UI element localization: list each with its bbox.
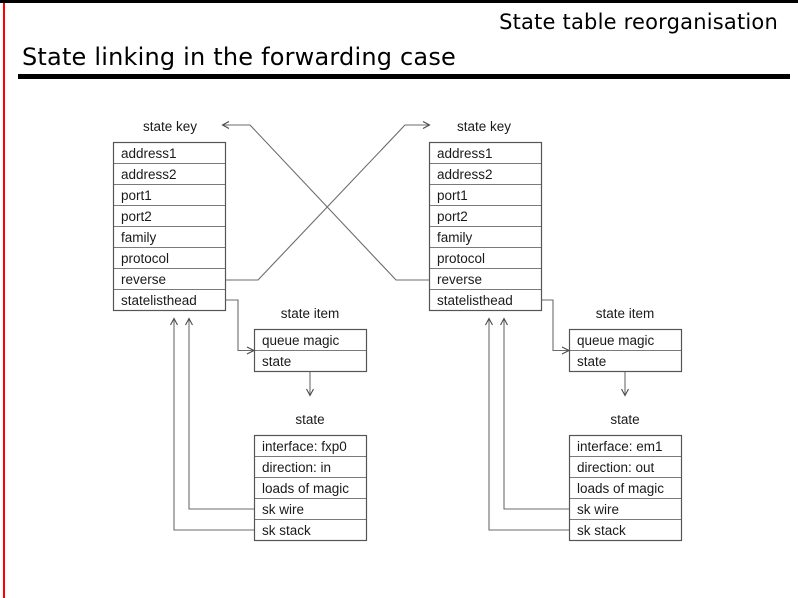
right-state-row: direction: out	[577, 460, 655, 475]
right-state-key-row: family	[437, 230, 473, 245]
title-underline	[18, 74, 790, 79]
left-state-row: sk wire	[262, 502, 304, 517]
section-header-label: State table reorganisation	[499, 10, 778, 34]
left-state-key-box: state key address1 address2 port1 port2 …	[112, 119, 227, 312]
right-state-box: state interface: em1 direction: out load…	[568, 412, 683, 542]
left-state-row: loads of magic	[262, 481, 349, 496]
left-state-key-row: protocol	[121, 251, 169, 266]
right-state-key-box: state key address1 address2 port1 port2 …	[428, 119, 543, 312]
right-statelisthead-to-state-item-link	[541, 299, 571, 355]
left-state-item-caption: state item	[281, 306, 340, 321]
right-state-key-row: port1	[437, 188, 468, 203]
left-state-key-row: reverse	[121, 272, 166, 287]
left-state-key-row: family	[121, 230, 157, 245]
right-state-caption: state	[610, 412, 639, 427]
left-state-caption: state	[295, 412, 324, 427]
right-state-item-caption: state item	[596, 306, 655, 321]
right-state-item-row: state	[577, 354, 606, 369]
left-state-box: state interface: fxp0 direction: in load…	[253, 412, 368, 542]
right-state-key-row: protocol	[437, 251, 485, 266]
left-state-key-row: port1	[121, 188, 152, 203]
left-state-row: sk stack	[262, 523, 311, 538]
right-state-key-caption: state key	[457, 119, 511, 134]
left-accent-rule	[3, 3, 5, 598]
left-state-item-box: state item queue magic state	[253, 306, 368, 373]
state-linking-diagram: state key address1 address2 port1 port2 …	[112, 119, 683, 542]
left-state-key-row: statelisthead	[121, 293, 197, 308]
left-state-key-row: port2	[121, 209, 152, 224]
right-state-item-row: queue magic	[577, 333, 655, 348]
left-sk-wire-backlink	[185, 317, 254, 510]
right-state-key-row: port2	[437, 209, 468, 224]
left-sk-stack-backlink	[170, 317, 254, 531]
reverse-crosslink-right-to-left	[221, 121, 430, 281]
reverse-crosslink-left-to-right	[225, 121, 431, 281]
right-state-row: sk wire	[577, 502, 619, 517]
right-state-key-row: reverse	[437, 272, 482, 287]
left-state-item-row: state	[262, 354, 291, 369]
right-state-key-row: statelisthead	[437, 293, 513, 308]
left-state-item-to-state-link	[306, 372, 314, 397]
left-state-item-row: queue magic	[262, 333, 340, 348]
left-state-row: direction: in	[262, 460, 331, 475]
left-state-key-caption: state key	[143, 119, 197, 134]
right-state-row: sk stack	[577, 523, 626, 538]
left-state-row: interface: fxp0	[262, 439, 347, 454]
right-state-item-to-state-link	[621, 372, 629, 397]
left-state-key-row: address1	[121, 146, 177, 161]
right-state-key-row: address1	[437, 146, 493, 161]
right-state-item-box: state item queue magic state	[568, 306, 683, 373]
right-sk-stack-backlink	[485, 317, 569, 531]
page-title: State linking in the forwarding case	[22, 43, 456, 71]
left-state-key-row: address2	[121, 167, 177, 182]
right-state-key-row: address2	[437, 167, 493, 182]
right-state-row: loads of magic	[577, 481, 664, 496]
left-statelisthead-to-state-item-link	[225, 299, 256, 355]
right-sk-wire-backlink	[500, 317, 569, 510]
right-state-row: interface: em1	[577, 439, 663, 454]
